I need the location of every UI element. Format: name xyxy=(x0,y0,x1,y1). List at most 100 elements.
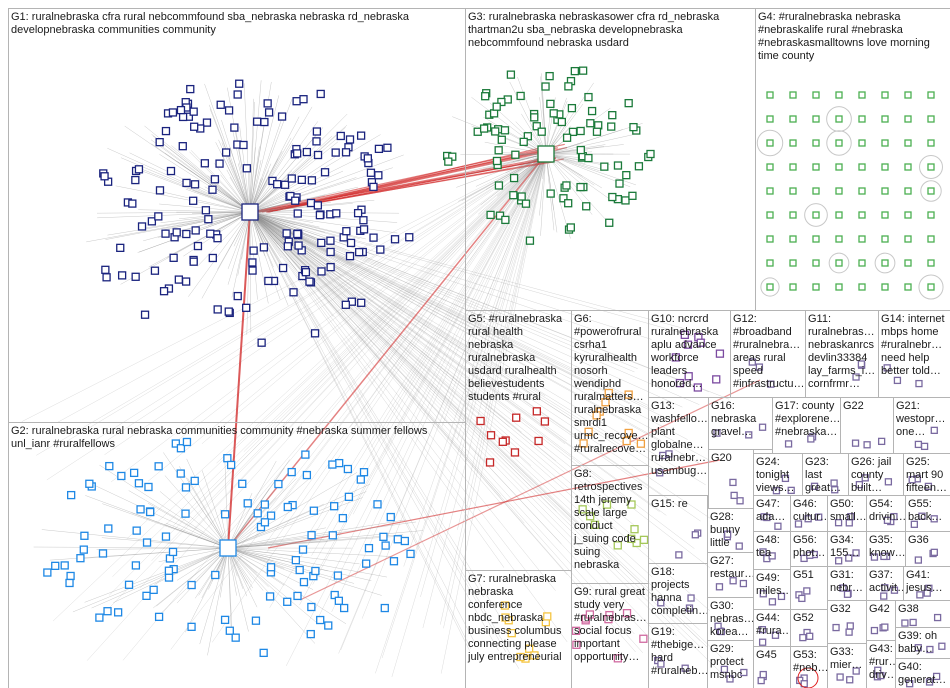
vertex-node[interactable] xyxy=(312,127,322,136)
vertex-node[interactable] xyxy=(789,187,797,195)
vertex-node[interactable] xyxy=(777,592,786,601)
vertex-node[interactable] xyxy=(134,479,144,488)
vertex-node[interactable] xyxy=(249,246,258,255)
vertex-node[interactable] xyxy=(812,115,820,123)
vertex-node[interactable] xyxy=(766,187,774,195)
vertex-node[interactable] xyxy=(639,535,649,545)
vertex-node[interactable] xyxy=(613,541,622,550)
vertex-node[interactable] xyxy=(768,552,776,560)
vertex-node[interactable] xyxy=(736,497,744,505)
vertex-node[interactable] xyxy=(497,97,506,107)
vertex-node[interactable] xyxy=(881,211,889,219)
vertex-node[interactable] xyxy=(517,192,526,201)
vertex-node[interactable] xyxy=(858,139,866,147)
vertex-node[interactable] xyxy=(405,233,414,242)
vertex-node[interactable] xyxy=(938,642,946,650)
vertex-node[interactable] xyxy=(51,561,60,570)
vertex-node[interactable] xyxy=(923,589,931,597)
vertex-node[interactable] xyxy=(909,618,917,627)
vertex-node[interactable] xyxy=(373,500,382,509)
vertex-node[interactable] xyxy=(582,202,591,211)
vertex-node[interactable] xyxy=(545,71,554,81)
vertex-node[interactable] xyxy=(326,247,335,257)
vertex-node[interactable] xyxy=(584,427,593,436)
vertex-node[interactable] xyxy=(884,478,893,486)
vertex-node[interactable] xyxy=(657,660,665,668)
vertex-node[interactable] xyxy=(283,242,293,251)
vertex-node[interactable] xyxy=(85,479,94,488)
vertex-node[interactable] xyxy=(386,512,395,522)
vertex-node[interactable] xyxy=(870,553,879,561)
vertex-node[interactable] xyxy=(498,437,507,446)
vertex-node[interactable] xyxy=(299,95,308,104)
vertex-node[interactable] xyxy=(500,126,510,135)
vertex-node[interactable] xyxy=(927,211,935,219)
vertex-node[interactable] xyxy=(639,634,648,643)
vertex-node[interactable] xyxy=(301,268,311,277)
vertex-node[interactable] xyxy=(890,512,898,521)
vertex-node[interactable] xyxy=(584,92,593,102)
vertex-node[interactable] xyxy=(798,594,806,603)
vertex-node[interactable] xyxy=(326,236,335,245)
vertex-node[interactable] xyxy=(383,143,392,152)
vertex-node[interactable] xyxy=(766,259,774,267)
vertex-node[interactable] xyxy=(324,621,333,630)
vertex-node[interactable] xyxy=(193,241,203,251)
vertex-node[interactable] xyxy=(283,597,292,606)
vertex-node[interactable] xyxy=(479,124,489,133)
vertex-node[interactable] xyxy=(295,565,304,575)
vertex-node[interactable] xyxy=(519,137,528,147)
vertex-node[interactable] xyxy=(766,211,774,219)
vertex-node[interactable] xyxy=(723,530,732,538)
vertex-node[interactable] xyxy=(927,115,935,123)
vertex-node[interactable] xyxy=(131,175,140,185)
vertex-node[interactable] xyxy=(562,133,572,142)
vertex-node[interactable] xyxy=(264,276,273,286)
vertex-node[interactable] xyxy=(307,531,316,540)
vertex-node[interactable] xyxy=(925,678,934,686)
vertex-node[interactable] xyxy=(712,375,721,384)
vertex-node[interactable] xyxy=(624,98,633,108)
vertex-node[interactable] xyxy=(636,439,646,448)
vertex-node[interactable] xyxy=(516,652,525,662)
vertex-node[interactable] xyxy=(835,91,843,99)
vertex-node[interactable] xyxy=(186,84,195,94)
vertex-node[interactable] xyxy=(564,199,573,208)
vertex-node[interactable] xyxy=(915,379,923,388)
vertex-node[interactable] xyxy=(147,217,157,226)
vertex-node[interactable] xyxy=(282,229,291,238)
vertex-node[interactable] xyxy=(901,619,909,627)
vertex-node[interactable] xyxy=(615,179,624,188)
vertex-node[interactable] xyxy=(494,181,504,190)
vertex-node[interactable] xyxy=(608,192,617,202)
vertex-node[interactable] xyxy=(525,236,535,245)
vertex-node[interactable] xyxy=(608,111,617,120)
vertex-node[interactable] xyxy=(355,247,364,257)
vertex-node[interactable] xyxy=(172,228,181,237)
vertex-node[interactable] xyxy=(592,127,602,136)
vertex-node[interactable] xyxy=(311,566,320,576)
vertex-node[interactable] xyxy=(345,135,355,144)
vertex-node[interactable] xyxy=(858,283,866,291)
vertex-node[interactable] xyxy=(190,476,199,486)
vertex-node[interactable] xyxy=(339,603,349,613)
vertex-node[interactable] xyxy=(881,139,889,147)
vertex-node[interactable] xyxy=(292,149,302,158)
vertex-node[interactable] xyxy=(605,218,614,227)
vertex-node[interactable] xyxy=(191,226,200,235)
vertex-node[interactable] xyxy=(858,163,866,171)
vertex-node[interactable] xyxy=(858,259,866,267)
vertex-node[interactable] xyxy=(220,615,230,625)
vertex-node[interactable] xyxy=(500,601,510,610)
vertex-node[interactable] xyxy=(307,602,316,612)
vertex-node[interactable] xyxy=(243,499,252,508)
vertex-node[interactable] xyxy=(369,233,378,242)
vertex-node[interactable] xyxy=(740,668,748,677)
vertex-node[interactable] xyxy=(60,561,69,570)
vertex-node[interactable] xyxy=(129,468,139,478)
vertex-node[interactable] xyxy=(926,645,934,654)
vertex-node[interactable] xyxy=(906,680,914,688)
vertex-node[interactable] xyxy=(182,437,192,447)
vertex-node[interactable] xyxy=(65,578,74,588)
vertex-node[interactable] xyxy=(870,626,879,635)
